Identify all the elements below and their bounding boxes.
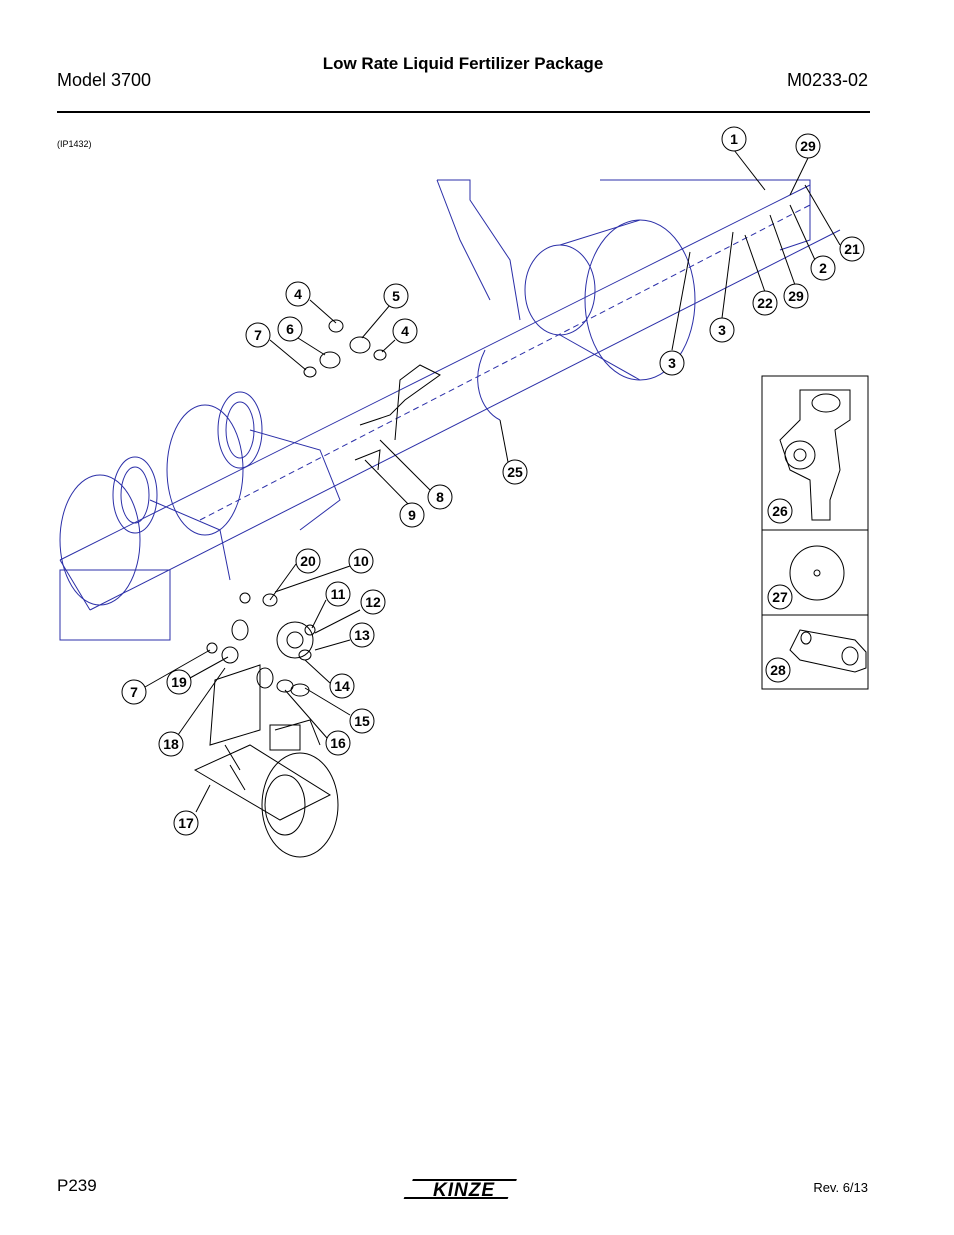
svg-text:20: 20 (300, 553, 316, 569)
callout-2: 2 (810, 255, 836, 281)
callout-8: 8 (427, 484, 453, 510)
callout-3: 3 (709, 317, 735, 343)
svg-text:29: 29 (800, 138, 816, 154)
callout-22: 22 (752, 290, 778, 316)
orifice-disc-drawing (789, 545, 845, 601)
svg-text:25: 25 (507, 464, 523, 480)
callout-7: 7 (245, 322, 271, 348)
svg-text:8: 8 (436, 489, 444, 505)
svg-text:9: 9 (408, 507, 416, 523)
svg-text:7: 7 (254, 327, 262, 343)
toolbar-beam (59, 184, 841, 611)
svg-text:17: 17 (178, 815, 194, 831)
svg-text:27: 27 (772, 589, 788, 605)
callout-21: 21 (839, 236, 865, 262)
callout-10: 10 (348, 548, 374, 574)
callout-3b: 3 (659, 350, 685, 376)
detail-panel (761, 375, 869, 690)
callout-17: 17 (173, 810, 199, 836)
callout-7b: 7 (121, 679, 147, 705)
document-number: M0233-02 (786, 70, 868, 90)
svg-text:11: 11 (331, 586, 346, 602)
tank (524, 219, 696, 381)
callout-6: 6 (277, 316, 303, 342)
svg-text:16: 16 (330, 735, 346, 751)
valve-assembly (303, 319, 441, 471)
svg-text:1: 1 (730, 131, 738, 147)
callout-1: 1 (721, 126, 747, 152)
page-number: P239 (57, 1176, 97, 1195)
svg-text:KINZE: KINZE (433, 1180, 495, 1201)
callout-26: 26 (767, 498, 793, 524)
svg-text:3: 3 (718, 322, 726, 338)
frame-arm (436, 179, 811, 321)
callout-9: 9 (399, 502, 425, 528)
callout-28: 28 (765, 657, 791, 683)
callout-20: 20 (295, 548, 321, 574)
svg-text:5: 5 (392, 288, 400, 304)
revision-date: Rev. 6/13 (813, 1180, 868, 1195)
svg-text:4: 4 (294, 286, 302, 302)
svg-text:4: 4 (401, 323, 409, 339)
svg-text:19: 19 (171, 674, 187, 690)
bracket-drawing (789, 629, 867, 673)
callout-18: 18 (158, 731, 184, 757)
svg-text:2: 2 (819, 260, 827, 276)
callout-15: 15 (349, 708, 375, 734)
callout-4b: 4 (392, 318, 418, 344)
svg-text:6: 6 (286, 321, 294, 337)
svg-text:29: 29 (788, 288, 804, 304)
callout-29b: 29 (783, 283, 809, 309)
callout-4: 4 (285, 281, 311, 307)
callout-27: 27 (767, 584, 793, 610)
svg-text:14: 14 (334, 678, 350, 694)
callout-29: 29 (795, 133, 821, 159)
svg-text:13: 13 (354, 627, 370, 643)
ground-drive-wheel (193, 664, 339, 858)
callout-25: 25 (502, 459, 528, 485)
nozzle-assembly-drawing (779, 389, 851, 521)
illustration-reference: (IP1432) (57, 139, 92, 149)
svg-text:10: 10 (353, 553, 369, 569)
page-title: Low Rate Liquid Fertilizer Package (322, 54, 604, 73)
pump-assembly (206, 592, 316, 697)
callout-16: 16 (325, 730, 351, 756)
header-divider (57, 111, 870, 113)
callout-11: 11 (325, 581, 351, 607)
callout-19: 19 (166, 669, 192, 695)
row-unit-wheels (59, 391, 341, 641)
svg-text:21: 21 (844, 241, 860, 257)
leader-lines (144, 149, 841, 813)
svg-text:7: 7 (130, 684, 138, 700)
svg-text:3: 3 (668, 355, 676, 371)
svg-text:28: 28 (770, 662, 786, 678)
svg-text:18: 18 (163, 736, 179, 752)
svg-text:26: 26 (772, 503, 788, 519)
callout-5: 5 (383, 283, 409, 309)
svg-text:12: 12 (365, 594, 381, 610)
svg-text:15: 15 (354, 713, 370, 729)
callout-13: 13 (349, 622, 375, 648)
model-label: Model 3700 (57, 70, 152, 90)
svg-text:22: 22 (757, 295, 773, 311)
callout-12: 12 (360, 589, 386, 615)
callout-14: 14 (329, 673, 355, 699)
kinze-logo: KINZE (403, 1179, 517, 1201)
